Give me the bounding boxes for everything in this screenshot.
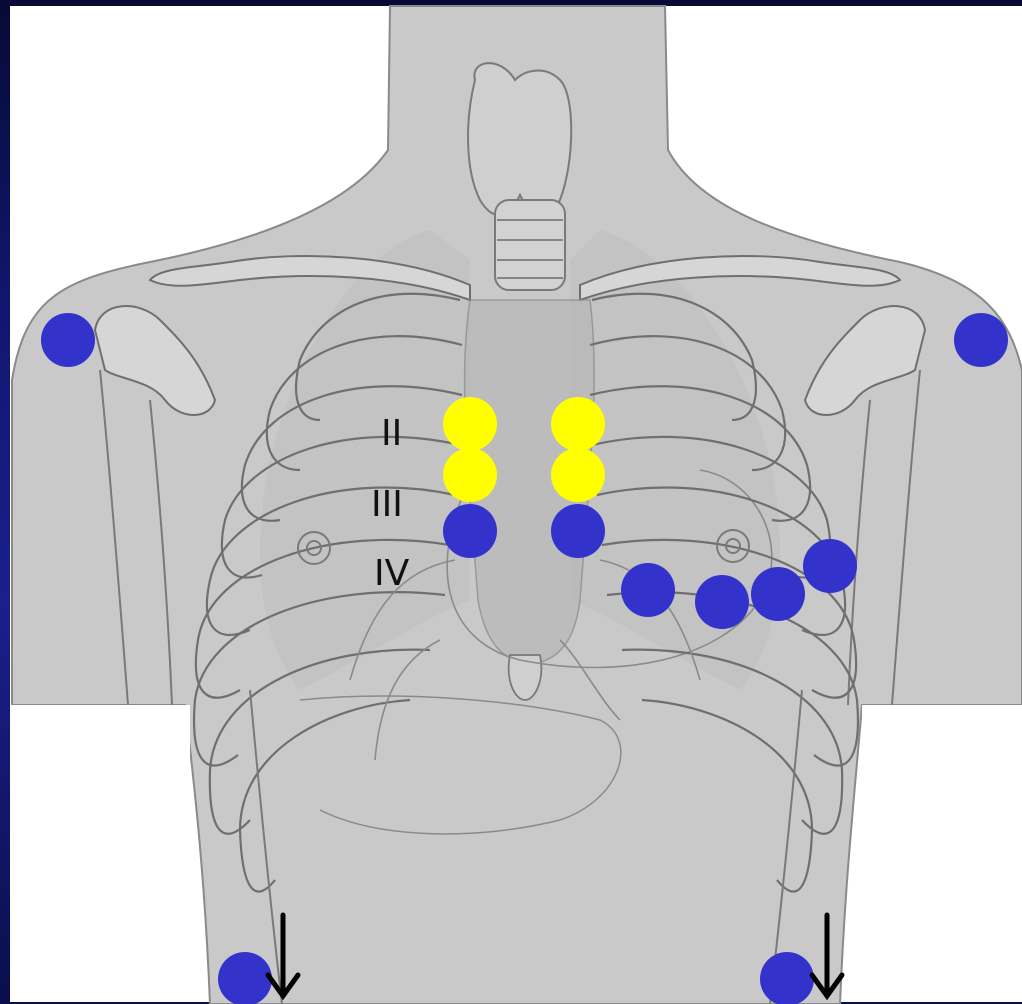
electrode-left-3rd-ics <box>551 448 605 502</box>
down-arrow-icon <box>268 915 298 996</box>
down-arrow-icon <box>812 915 842 996</box>
electrode-right-3rd-ics <box>443 448 497 502</box>
electrode-v1 <box>443 504 497 558</box>
electrode-v4 <box>695 575 749 629</box>
rib-label-ii: II <box>381 416 402 452</box>
electrode-right-arm <box>41 313 95 367</box>
electrode-v2 <box>551 504 605 558</box>
electrode-v6 <box>803 539 857 593</box>
rib-label-iii: III <box>371 487 403 523</box>
electrode-left-arm <box>954 313 1008 367</box>
electrode-v5 <box>751 567 805 621</box>
electrode-right-leg <box>218 952 272 1004</box>
electrode-left-leg <box>760 952 814 1004</box>
electrode-v3 <box>621 563 675 617</box>
electrode-left-2nd-ics <box>551 397 605 451</box>
rib-label-iv: IV <box>374 556 409 592</box>
electrode-right-2nd-ics <box>443 397 497 451</box>
